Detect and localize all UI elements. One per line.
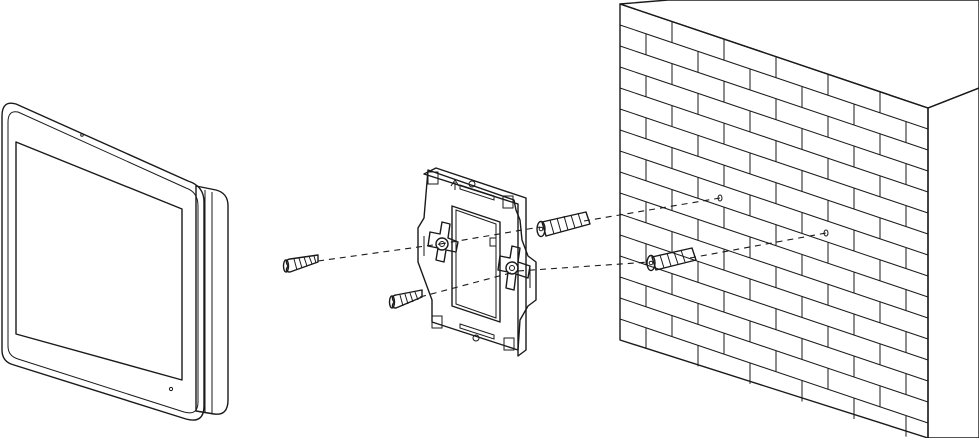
mortar-line <box>619 255 929 361</box>
wall-anchor-lower <box>646 247 697 272</box>
mortar-line <box>619 45 929 151</box>
mortar-line <box>619 171 929 277</box>
mortar-line <box>619 150 929 256</box>
mortar-line <box>619 213 929 319</box>
camera-icon <box>80 133 84 137</box>
wall-hole-upper <box>717 194 723 202</box>
monitor-screen <box>15 141 183 381</box>
mortar-line <box>619 234 929 340</box>
mortar-line <box>619 297 929 403</box>
wall-hole-lower <box>823 229 829 237</box>
brick-wall <box>619 0 979 438</box>
mortar-line <box>619 318 929 424</box>
indicator-icon <box>168 386 174 392</box>
mortar-line <box>619 87 929 193</box>
mortar-line <box>619 276 929 382</box>
screw-lower <box>388 289 423 309</box>
mortar-line <box>619 108 929 214</box>
mortar-line <box>619 24 929 130</box>
monitor <box>1 102 229 421</box>
mounting-bracket <box>417 167 537 357</box>
screw-upper <box>282 254 319 273</box>
mortar-line <box>619 192 929 298</box>
brick-pattern <box>619 21 929 437</box>
wall-anchor-upper <box>536 211 591 238</box>
mortar-line <box>619 66 929 172</box>
mortar-line <box>619 129 929 235</box>
